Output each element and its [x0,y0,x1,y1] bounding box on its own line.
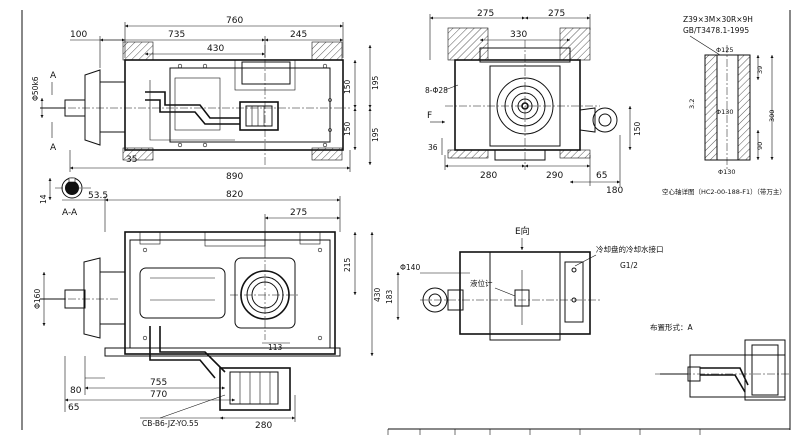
support-hatch-bottom-right [311,147,343,161]
section-mark-bottom: A [50,143,57,153]
dim-180: 180 [606,186,623,196]
support-hatch-bottom-left [122,147,154,161]
spline-standard: GB/T3478.1-1995 [683,26,749,35]
dim-150-bottom: 150 [343,121,352,136]
support-hatch-top-left [122,41,154,61]
dim-53-5: 53.5 [88,191,108,201]
gearbox-housing-top [124,59,344,151]
dim-36: 36 [428,143,438,152]
dim-183: 183 [385,289,394,304]
dim-150-end: 150 [633,121,642,136]
dim-phi125: Φ125 [716,46,734,54]
dim-65: 65 [68,403,79,413]
dim-phi50k6: Φ50k6 [31,76,40,101]
support-hatch-top-right [311,41,343,61]
chamfer-3-2: 3.2 [688,99,696,109]
dim-215: 215 [343,257,352,272]
pipe-spec: G1/2 [620,261,638,270]
hollow-shaft-detail: Z39×3M×30R×9H GB/T3478.1-1995 Φ125 Φ130 … [662,15,786,196]
dim-770: 770 [150,390,167,400]
dim-35-left: 35 [126,155,137,165]
dim-430-front: 430 [373,287,382,302]
dim-755: 755 [150,378,167,388]
top-view: A A 760 100 735 430 245 890 35 Φ50k6 150 [31,16,380,182]
layout-form: 布置形式：A [650,322,790,401]
coolant-label: 冷却盘的冷却水接口 [596,244,664,254]
dim-275-end-right: 275 [548,9,565,19]
spline-spec: Z39×3M×30R×9H [683,15,753,24]
dim-195-bottom: 195 [371,127,380,142]
pump-model-label: CB-B6-JZ-YO.55 [142,419,199,428]
dim-39: 39 [756,66,764,74]
dim-280-front: 280 [255,421,272,431]
section-mark-top: A [50,71,57,81]
gearbox-housing-front [124,231,336,355]
dim-760: 760 [226,16,243,26]
dim-phi160: Φ160 [33,289,42,309]
dim-phi130-bottom: Φ130 [718,168,736,176]
bolt-holes-top [177,63,332,148]
front-view: 820 275 215 430 Φ160 113 80 755 770 65 2… [33,190,382,431]
dim-735: 735 [168,30,185,40]
sheet-border [21,10,791,435]
section-aa-title: A-A [62,208,78,218]
section-aa-view: 14 53.5 A-A [39,177,108,218]
dim-245: 245 [290,30,307,40]
dim-280-end: 280 [480,171,497,181]
dim-phi140: Φ140 [400,263,420,272]
layout-form-label: 布置形式：A [650,322,693,332]
dim-275-end-left: 275 [477,9,494,19]
dim-290: 290 [546,171,563,181]
view-marker-f: F [427,111,432,121]
dim-90: 90 [756,142,764,150]
dim-65-end: 65 [596,171,607,181]
dim-phi130-mid: Φ130 [716,108,734,116]
holes-spec: 8-Φ28 [425,86,448,95]
dim-113: 113 [268,343,283,352]
dim-300: 300 [768,110,776,122]
dim-430: 430 [207,44,224,54]
end-view: 275 275 330 8-Φ28 F 36 280 290 65 180 15… [425,9,642,196]
dim-150-top: 150 [343,79,352,94]
gearbox-housing-end [454,59,581,151]
level-gauge-label: 液位计 [470,278,493,288]
dim-14: 14 [39,194,48,204]
e-view: E向 冷却盘的冷却水接口 G1/2 Φ140 183 液位计 [385,225,664,341]
hollow-shaft-caption: 空心轴详图（HC2-00-188-F1）（带万主） [662,187,786,196]
dim-275-front: 275 [290,208,307,218]
dim-330: 330 [510,30,527,40]
dim-890: 890 [226,172,243,182]
dim-195-top: 195 [371,75,380,90]
e-view-title: E向 [515,225,530,237]
dim-100: 100 [70,30,87,40]
dim-820: 820 [226,190,243,200]
dim-80: 80 [70,386,82,396]
